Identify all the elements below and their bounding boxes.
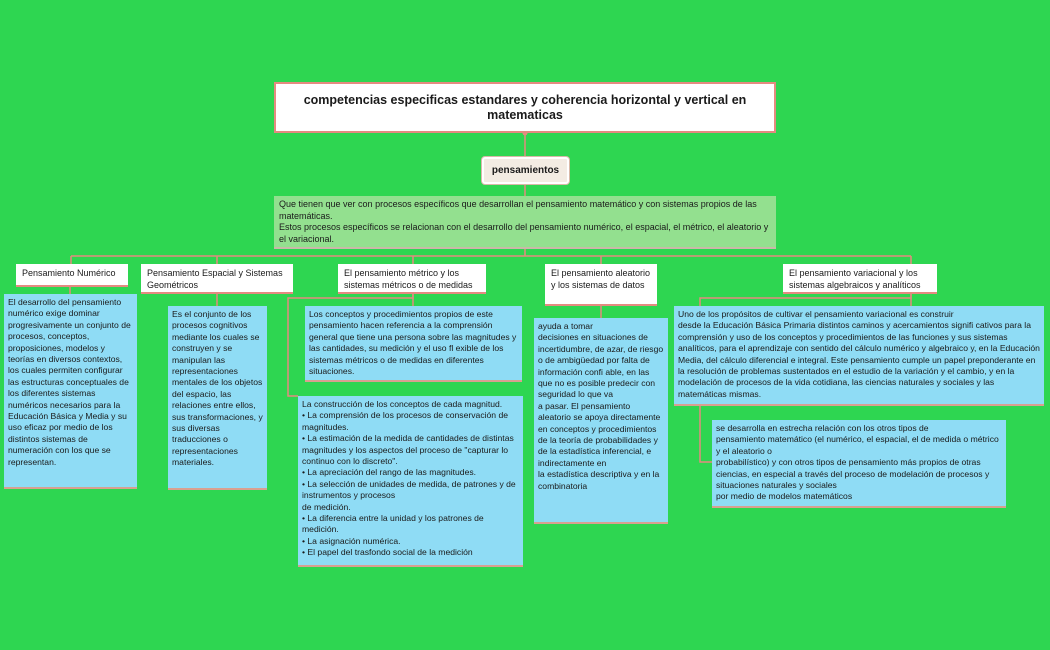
- branch-espacial[interactable]: Pensamiento Espacial y Sistemas Geométri…: [141, 264, 293, 294]
- detail-numerico[interactable]: El desarrollo del pensamiento numérico e…: [4, 294, 137, 489]
- map-title[interactable]: competencias especificas estandares y co…: [274, 82, 776, 133]
- detail-espacial[interactable]: Es el conjunto de los procesos cognitivo…: [168, 306, 267, 490]
- central-topic[interactable]: pensamientos: [482, 157, 569, 184]
- detail-metrico-procesos[interactable]: La construcción de los conceptos de cada…: [298, 396, 523, 567]
- detail-variacional-propositos[interactable]: Uno de los propósitos de cultivar el pen…: [674, 306, 1044, 406]
- branch-variacional[interactable]: El pensamiento variacional y los sistema…: [783, 264, 937, 294]
- branch-metrico[interactable]: El pensamiento métrico y los sistemas mé…: [338, 264, 486, 294]
- detail-variacional-relacion[interactable]: se desarrolla en estrecha relación con l…: [712, 420, 1006, 508]
- detail-aleatorio[interactable]: ayuda a tomar decisiones en situaciones …: [534, 318, 668, 524]
- branch-aleatorio[interactable]: El pensamiento aleatorio y los sistemas …: [545, 264, 657, 306]
- detail-metrico-concepto[interactable]: Los conceptos y procedimientos propios d…: [305, 306, 522, 382]
- branch-numerico[interactable]: Pensamiento Numérico: [16, 264, 128, 287]
- central-description[interactable]: Que tienen que ver con procesos específi…: [274, 196, 776, 249]
